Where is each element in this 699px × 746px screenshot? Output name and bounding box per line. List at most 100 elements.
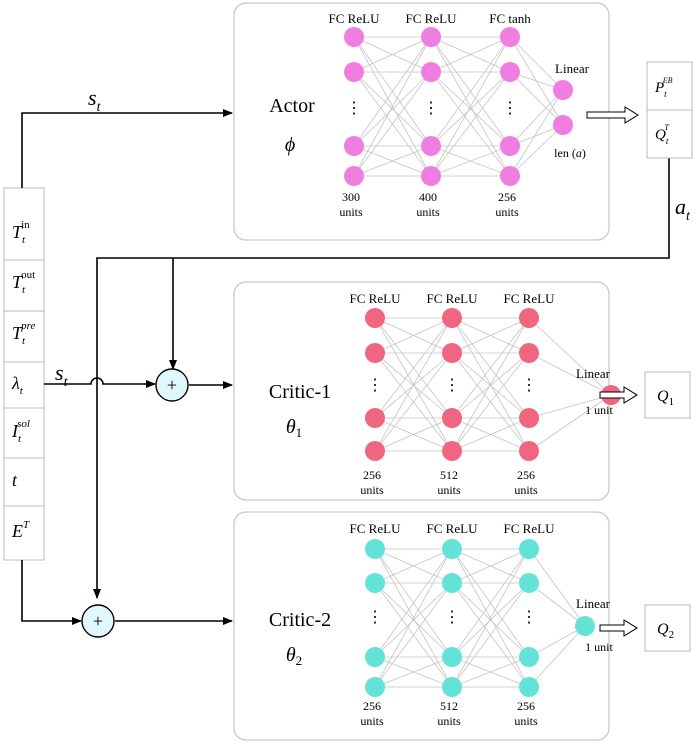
critic1-edge	[374, 352, 453, 419]
critic1-layer1-ellipsis: ⋮	[367, 377, 383, 394]
actor-layer1-type: FC ReLU	[329, 11, 381, 26]
critic1-layer2-units-word: units	[437, 483, 461, 497]
actor-layer3-ellipsis: ⋮	[502, 100, 518, 117]
actor-edge	[430, 71, 511, 177]
critic1-edge	[374, 317, 453, 452]
critic2-edge	[374, 656, 453, 688]
actor-layer2-units: 400	[419, 190, 437, 204]
critic2-edge	[528, 582, 586, 627]
sum-node-1: +	[155, 368, 189, 402]
critic1-edge	[451, 352, 530, 419]
actor-edge	[509, 124, 564, 177]
actor-layer3-node	[500, 166, 520, 186]
critic2-layer2-node	[442, 677, 462, 697]
critic1-edge	[528, 352, 612, 396]
critic2-layer3-node	[519, 539, 539, 559]
critic2-layer1-node	[365, 539, 385, 559]
critic2-layer1-type: FC ReLU	[350, 521, 402, 536]
critic2-layer3-type: FC ReLU	[504, 521, 556, 536]
critic1-layer3-node	[519, 308, 539, 328]
action-feedback-line	[93, 158, 670, 599]
critic2-output-q2: Q2	[657, 621, 674, 641]
actor-output-qt: QtT	[655, 123, 669, 146]
actor-edge	[509, 89, 564, 177]
critic2-edge	[374, 548, 453, 688]
critic2-layer2-units: 512	[440, 699, 458, 713]
critic1-layer3-ellipsis: ⋮	[521, 377, 537, 394]
critic2-layer1-ellipsis: ⋮	[367, 609, 383, 626]
critic1-layer2-node	[442, 408, 462, 428]
actor-layer2-units-word: units	[416, 205, 440, 219]
critic1-layer2-node	[442, 308, 462, 328]
actor-output-node	[553, 80, 573, 100]
critic1-layer1-node	[365, 343, 385, 363]
critic1-edge	[374, 317, 453, 354]
actor-edge	[430, 36, 511, 73]
critic1-output-arrow	[599, 386, 638, 404]
critic2-layer2-units-word: units	[437, 714, 461, 728]
critic1-layer1-type: FC ReLU	[350, 291, 402, 306]
critic2-edge	[528, 625, 586, 688]
critic1-edge	[374, 317, 453, 419]
critic2-edge	[374, 582, 453, 688]
action-label: at	[675, 194, 691, 224]
critic2-edges	[374, 548, 586, 688]
actor-output-box: PtEB QtT	[646, 61, 693, 159]
actor-edge	[353, 145, 432, 177]
actor-edge	[353, 71, 432, 147]
state-var-0: Ttin	[12, 219, 30, 246]
state-var-5: t	[12, 470, 18, 490]
critic1-layer2-type: FC ReLU	[427, 291, 479, 306]
actor-layer1-units: 300	[342, 190, 360, 204]
critic1-layer3-node	[519, 408, 539, 428]
critic2-edge	[374, 582, 453, 658]
critic1-layer1-node	[365, 308, 385, 328]
critic2-title: Critic-2	[269, 609, 331, 631]
state-var-6: ET	[11, 519, 30, 541]
critic2-edge	[528, 548, 586, 627]
actor-layer3-node	[500, 136, 520, 156]
actor-edge	[430, 36, 511, 147]
critic2-layer2-ellipsis: ⋮	[444, 609, 460, 626]
critic2-output-arrow	[599, 619, 638, 637]
critic2-layer3-node	[519, 573, 539, 593]
critic1-layer3-node	[519, 441, 539, 461]
state-to-actor-arrow	[21, 109, 233, 188]
actor-edge	[353, 36, 432, 177]
critic1-layer1-node	[365, 441, 385, 461]
svg-text:+: +	[93, 611, 103, 631]
critic1-edge	[451, 317, 530, 419]
actor-edge	[353, 36, 432, 147]
state-var-2: Ttpre	[12, 320, 35, 347]
actor-layer1-node	[344, 62, 364, 82]
critic2-edge	[451, 582, 530, 688]
actor-edge	[353, 71, 432, 177]
critic2-layer1-node	[365, 677, 385, 697]
actor-edge	[509, 89, 564, 147]
actor-edge	[430, 145, 511, 177]
critic2-layer2-node	[442, 539, 462, 559]
actor-layer1-node	[344, 136, 364, 156]
connectors	[21, 109, 670, 625]
state-var-3: λt	[11, 373, 24, 397]
state-to-sum1-arrow	[44, 377, 156, 388]
actor-output-node	[553, 115, 573, 135]
actor-layer2-node	[421, 166, 441, 186]
critic2-edge	[451, 548, 530, 688]
critic2-output-box: Q2	[644, 604, 691, 652]
actor-layer1-node	[344, 166, 364, 186]
critic2-layer1-node	[365, 573, 385, 593]
critic2-layer3-ellipsis: ⋮	[521, 609, 537, 626]
actor-layer3-node	[500, 27, 520, 47]
critic1-edge	[451, 417, 530, 452]
actor-layer2-node	[421, 27, 441, 47]
critic2-layer1-units-word: units	[360, 714, 384, 728]
actor-output-len: len (a)	[554, 146, 586, 160]
critic1-edge	[451, 352, 530, 452]
critic2-edge	[451, 582, 530, 658]
critic1-output-q1: Q1	[657, 388, 674, 408]
